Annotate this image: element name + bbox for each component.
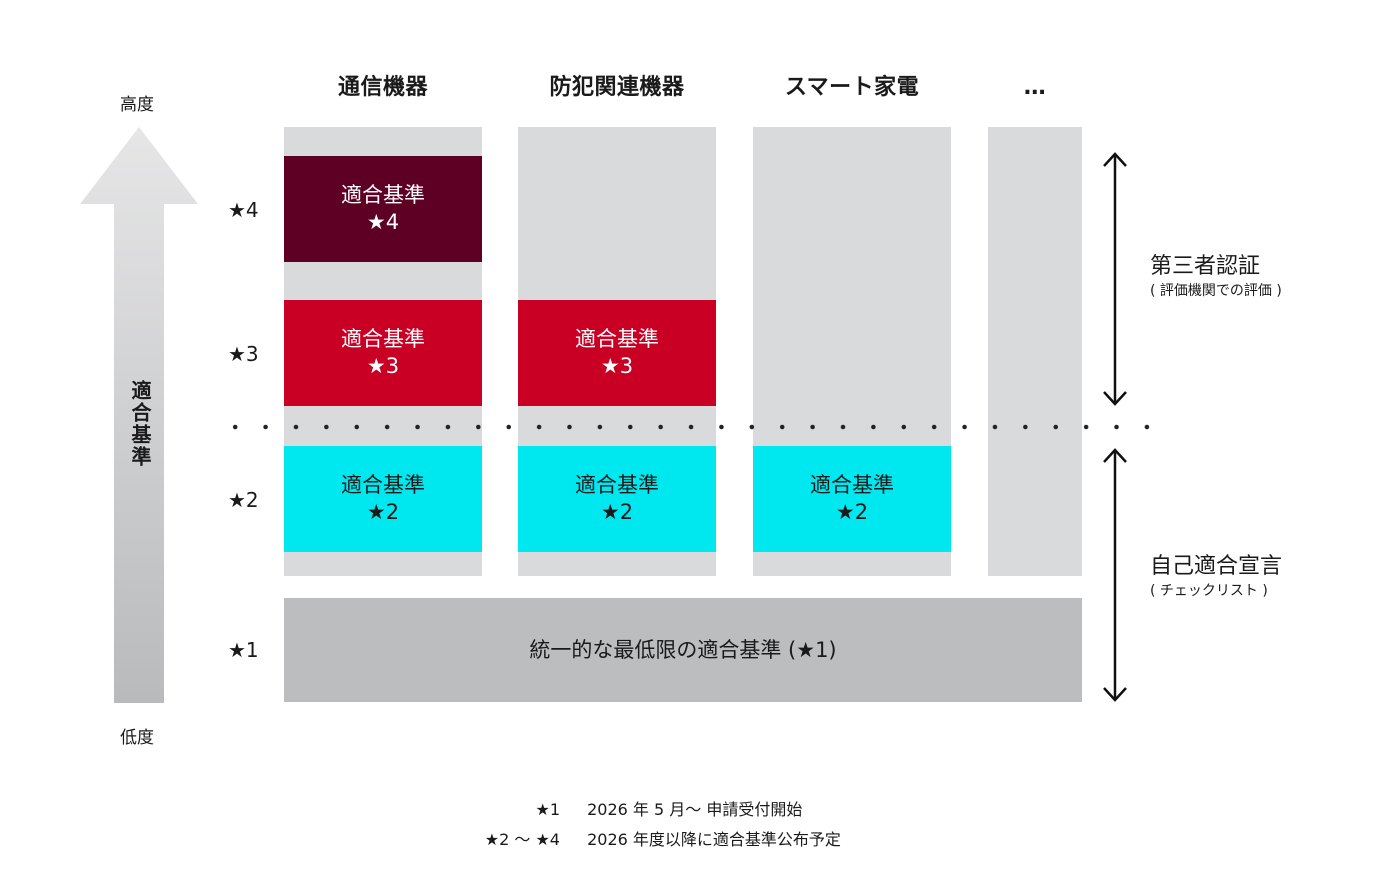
block-star: ★3 xyxy=(366,354,400,378)
self-declaration-subtitle: ( チェックリスト ) xyxy=(1150,583,1268,599)
star-level-3: ★3 xyxy=(228,342,259,366)
block-security-level-2: 適合基準 ★2 xyxy=(518,446,716,552)
level-divider-dotted-line xyxy=(220,424,1162,430)
block-star: ★3 xyxy=(600,354,634,378)
block-communication-level-3: 適合基準 ★3 xyxy=(284,300,482,406)
block-label: 適合基準 xyxy=(810,473,894,497)
legend-key: ★1 xyxy=(535,800,560,819)
block-star: ★4 xyxy=(366,210,400,234)
block-label: 適合基準 xyxy=(341,327,425,351)
third-party-certification-title: 第三者認証 xyxy=(1150,254,1261,279)
block-star: ★2 xyxy=(600,500,634,524)
legend-text: 2026 年度以降に適合基準公布予定 xyxy=(587,830,841,849)
column-title-security: 防犯関連機器 xyxy=(549,75,685,100)
axis-top-label: 高度 xyxy=(120,95,154,115)
base-bar-label: 統一的な最低限の適合基準 (★1) xyxy=(529,637,837,662)
legend-text: 2026 年 5 月〜 申請受付開始 xyxy=(587,800,803,819)
legend-key: ★2 〜 ★4 xyxy=(484,830,560,849)
star-level-1: ★1 xyxy=(228,638,259,662)
block-smart-appliance-level-2: 適合基準 ★2 xyxy=(753,446,951,552)
block-label: 適合基準 xyxy=(575,473,659,497)
column-title-communication: 通信機器 xyxy=(337,75,428,100)
star-level-2: ★2 xyxy=(228,488,259,512)
third-party-certification-subtitle: ( 評価機関での評価 ) xyxy=(1150,283,1282,299)
axis-arrow-label: 適合基準 xyxy=(128,380,152,468)
legend-row-1: ★1 2026 年 5 月〜 申請受付開始 xyxy=(420,796,980,820)
block-star: ★2 xyxy=(366,500,400,524)
star-level-4: ★4 xyxy=(228,198,259,222)
self-declaration-range-arrow xyxy=(1103,448,1127,702)
axis-arrow xyxy=(80,127,198,703)
legend-row-2: ★2 〜 ★4 2026 年度以降に適合基準公布予定 xyxy=(420,826,980,850)
column-title-smart-appliance: スマート家電 xyxy=(784,75,920,100)
block-star: ★2 xyxy=(835,500,869,524)
block-label: 適合基準 xyxy=(341,183,425,207)
third-party-range-arrow xyxy=(1103,152,1127,406)
column-title-more: … xyxy=(1023,75,1047,100)
block-communication-level-2: 適合基準 ★2 xyxy=(284,446,482,552)
column-more xyxy=(988,127,1082,576)
block-security-level-3: 適合基準 ★3 xyxy=(518,300,716,406)
self-declaration-title: 自己適合宣言 xyxy=(1150,554,1283,579)
block-communication-level-4: 適合基準 ★4 xyxy=(284,156,482,262)
block-label: 適合基準 xyxy=(575,327,659,351)
base-bar-level-1: 統一的な最低限の適合基準 (★1) xyxy=(284,598,1082,702)
axis-bottom-label: 低度 xyxy=(120,728,154,748)
block-label: 適合基準 xyxy=(341,473,425,497)
